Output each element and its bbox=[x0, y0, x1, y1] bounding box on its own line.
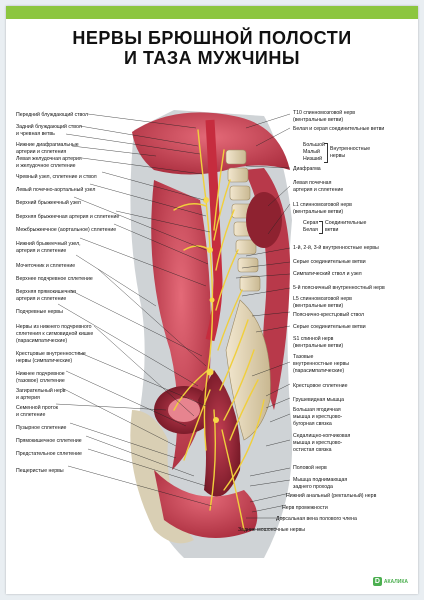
label-coccygeus: Седалищно-копчиковая bbox=[293, 433, 351, 439]
label-levator-ani-2: заднего прохода bbox=[293, 484, 333, 490]
label-left-gastric: Левая желудочная артерия bbox=[16, 156, 82, 162]
label-superior-hypogastric-plexus: Верхнее подчревное сплетение bbox=[16, 276, 93, 282]
label-pelvic-splanchnic-2: внутренностные нервы bbox=[293, 361, 349, 367]
label-anterior-vagal-trunk: Передний блуждающий ствол bbox=[16, 112, 89, 118]
label-superior-mesenteric-artery: Верхняя брыжеечная артерия и сплетение bbox=[16, 214, 120, 220]
bracket-rami bbox=[319, 221, 323, 234]
label-communicating-rami-2: ветви bbox=[325, 227, 339, 233]
label-dorsal-vein-penis: Дорсальная вена полового члена bbox=[276, 516, 357, 522]
label-obturator-nerve: Загирательный нерв bbox=[16, 388, 66, 394]
label-l5-spinal-nerve: L5 спинномозговой нерв bbox=[293, 296, 352, 302]
label-intermesenteric-plexus: Межбрыжеечное (аортальное) сплетение bbox=[16, 227, 117, 233]
bladder-inner bbox=[168, 398, 200, 422]
label-sacral-splanchnic: Крестцовые внутренностные bbox=[16, 351, 86, 357]
label-inferior-anal-nerve: Нижний анальный (ректальный) нерв bbox=[286, 493, 377, 499]
spine bbox=[225, 149, 261, 292]
publisher-logo: D АКАЛИКА bbox=[372, 577, 408, 586]
label-inferior-mesenteric-ganglion: Нижний брыжеечный узел, bbox=[16, 241, 81, 247]
label-gluteus-maximus: Большая ягодичная bbox=[293, 407, 341, 413]
logo-text: АКАЛИКА bbox=[383, 578, 408, 585]
bracket-splanchnic bbox=[324, 143, 328, 163]
label-greater: Большой bbox=[303, 142, 325, 148]
label-gluteus-maximus-3: бугорная связка bbox=[293, 421, 332, 427]
kidney bbox=[246, 192, 282, 248]
sacrum bbox=[225, 299, 271, 441]
pelvic-bone bbox=[130, 410, 194, 544]
label-splanchnic-nerves-2: нервы bbox=[330, 153, 346, 159]
label-superior-mesenteric-ganglion: Верхний брыжеечный узел bbox=[16, 200, 81, 206]
label-lumbar-splanchnic-123: 1-й, 2-й, 3-й внутренностные нервы bbox=[293, 245, 379, 251]
nerve-network bbox=[173, 129, 265, 531]
label-vas-deferens: Семенной проток bbox=[16, 405, 58, 411]
label-pelvic-splanchnic: Тазовые bbox=[293, 354, 314, 360]
label-nerves-to-sigmoid-2: сплетения к сигмовидной кишке bbox=[16, 331, 94, 337]
label-t10-spinal-nerve-2: (вентральные ветви) bbox=[293, 117, 344, 123]
label-5th-lumbar-splanchnic: 5-й поясничный внутренностный нерв bbox=[293, 285, 385, 291]
label-gluteus-maximus-2: мышца и крестцово- bbox=[293, 414, 343, 420]
label-posterior-scrotal-nerves: Задние мошоночные нервы bbox=[238, 527, 306, 533]
label-coccygeus-2: мышца и крестцово- bbox=[293, 440, 343, 446]
label-inferior-hypogastric-plexus: Нижнее подчревное bbox=[16, 371, 65, 377]
label-piriformis: Грушевидная мышца bbox=[293, 397, 344, 403]
label-least: Низший bbox=[303, 156, 322, 162]
label-nerves-to-sigmoid: Нервы из нижнего подчревного bbox=[16, 324, 92, 330]
label-l1-spinal-nerve: L1 спинномозговой нерв bbox=[293, 202, 352, 208]
poster-title-line1: НЕРВЫ БРЮШНОЙ ПОЛОСТИ bbox=[72, 28, 352, 48]
poster-title-line2: И ТАЗА МУЖЧИНЫ bbox=[124, 48, 300, 68]
nerve-ganglia bbox=[203, 197, 219, 423]
label-obturator-nerve-2: и артерия bbox=[16, 395, 40, 401]
label-inferior-hypogastric-plexus-2: (тазовое) сплетение bbox=[16, 378, 65, 384]
anatomy-illustration bbox=[130, 110, 293, 558]
label-levator-ani: Мышца поднимающая bbox=[293, 477, 348, 483]
label-splanchnic-nerves: Внутренностные bbox=[330, 146, 371, 152]
label-white-gray-rami: Белая и серая соединительные ветви bbox=[293, 126, 385, 132]
label-superior-rectal-artery-2: артерия и сплетение bbox=[16, 296, 67, 302]
label-s1-spinal-nerve-2: (вентральные ветви) bbox=[293, 343, 344, 349]
label-left-renal-artery: Левая почечная bbox=[293, 180, 332, 186]
leader-lines bbox=[55, 113, 291, 531]
label-vas-deferens-2: и сплетение bbox=[16, 412, 46, 418]
label-s1-spinal-nerve: S1 спинной нерв bbox=[293, 336, 334, 342]
label-gray-rami-2: Серые соединительные ветви bbox=[293, 324, 366, 330]
logo-mark-icon: D bbox=[372, 577, 382, 586]
label-celiac-ganglion: Чревный узел, сплетение и ствол bbox=[16, 174, 97, 180]
label-cavernous-nerves: Пещеристые нервы bbox=[16, 468, 64, 474]
label-l1-spinal-nerve-2: (вентральные ветви) bbox=[293, 209, 344, 215]
label-t10-spinal-nerve: T10 спинномозговой нерв bbox=[293, 110, 356, 116]
label-communicating-rami: Соединительные bbox=[325, 220, 367, 226]
label-gray: Серая bbox=[303, 220, 319, 226]
label-rectal-plexus: Прямокишечное сплетение bbox=[16, 438, 82, 444]
label-hypogastric-nerves: Подчревные нервы bbox=[16, 309, 63, 315]
label-left-renal-artery-2: артерия и сплетение bbox=[293, 187, 344, 193]
label-lumbosacral-trunk: Пояснично-крестцовый ствол bbox=[293, 312, 365, 318]
label-sympathetic-trunk: Симпатический ствол и узел bbox=[293, 271, 362, 277]
label-superior-rectal-artery: Верхняя прямокишечная bbox=[16, 289, 76, 295]
label-l5-spinal-nerve-2: (вентральные ветви) bbox=[293, 303, 344, 309]
label-lesser: Малый bbox=[303, 149, 320, 155]
label-pudendal-nerve: Половой нерв bbox=[293, 465, 327, 471]
label-inferior-phrenic: Нижние диафрагмальные bbox=[16, 142, 79, 148]
pelvic-floor bbox=[154, 470, 258, 538]
label-diaphragm: Диафрагма bbox=[293, 166, 321, 172]
label-nerves-to-sigmoid-3: (парасимпатические) bbox=[16, 338, 68, 344]
label-pelvic-splanchnic-3: (парасимпатические) bbox=[293, 368, 345, 374]
label-perineal-nerve: Нерв промежности bbox=[282, 505, 328, 511]
label-sacral-splanchnic-2: нервы (симпатические) bbox=[16, 358, 73, 364]
label-posterior-vagal-trunk: Задний блуждающий ствол bbox=[16, 124, 82, 130]
label-vesical-plexus: Пузырное сплетение bbox=[16, 425, 67, 431]
poster: НЕРВЫ БРЮШНОЙ ПОЛОСТИ И ТАЗА МУЖЧИНЫ bbox=[6, 6, 418, 594]
label-celiac-branch: и чревная ветвь bbox=[16, 131, 55, 137]
label-prostatic-plexus: Предстательное сплетение bbox=[16, 451, 82, 457]
label-sacral-plexus: Крестцовое сплетение bbox=[293, 383, 348, 389]
label-inferior-mesenteric-ganglion-2: артерия и сплетение bbox=[16, 248, 67, 254]
label-gray-rami: Серые соединительные ветви bbox=[293, 259, 366, 265]
label-white: Белая bbox=[303, 227, 318, 233]
label-aorticorenal-ganglion: Левый почечно-аортальный узел bbox=[16, 187, 96, 193]
label-coccygeus-3: остистая связка bbox=[293, 447, 332, 453]
aorta bbox=[205, 119, 223, 342]
top-accent-bar bbox=[6, 6, 418, 19]
label-inferior-phrenic-2: артерии и сплетения bbox=[16, 149, 67, 155]
label-left-gastric-2: и желудочное сплетение bbox=[16, 163, 76, 169]
label-ureter-plexus: Мочеточник и сплетение bbox=[16, 263, 76, 269]
